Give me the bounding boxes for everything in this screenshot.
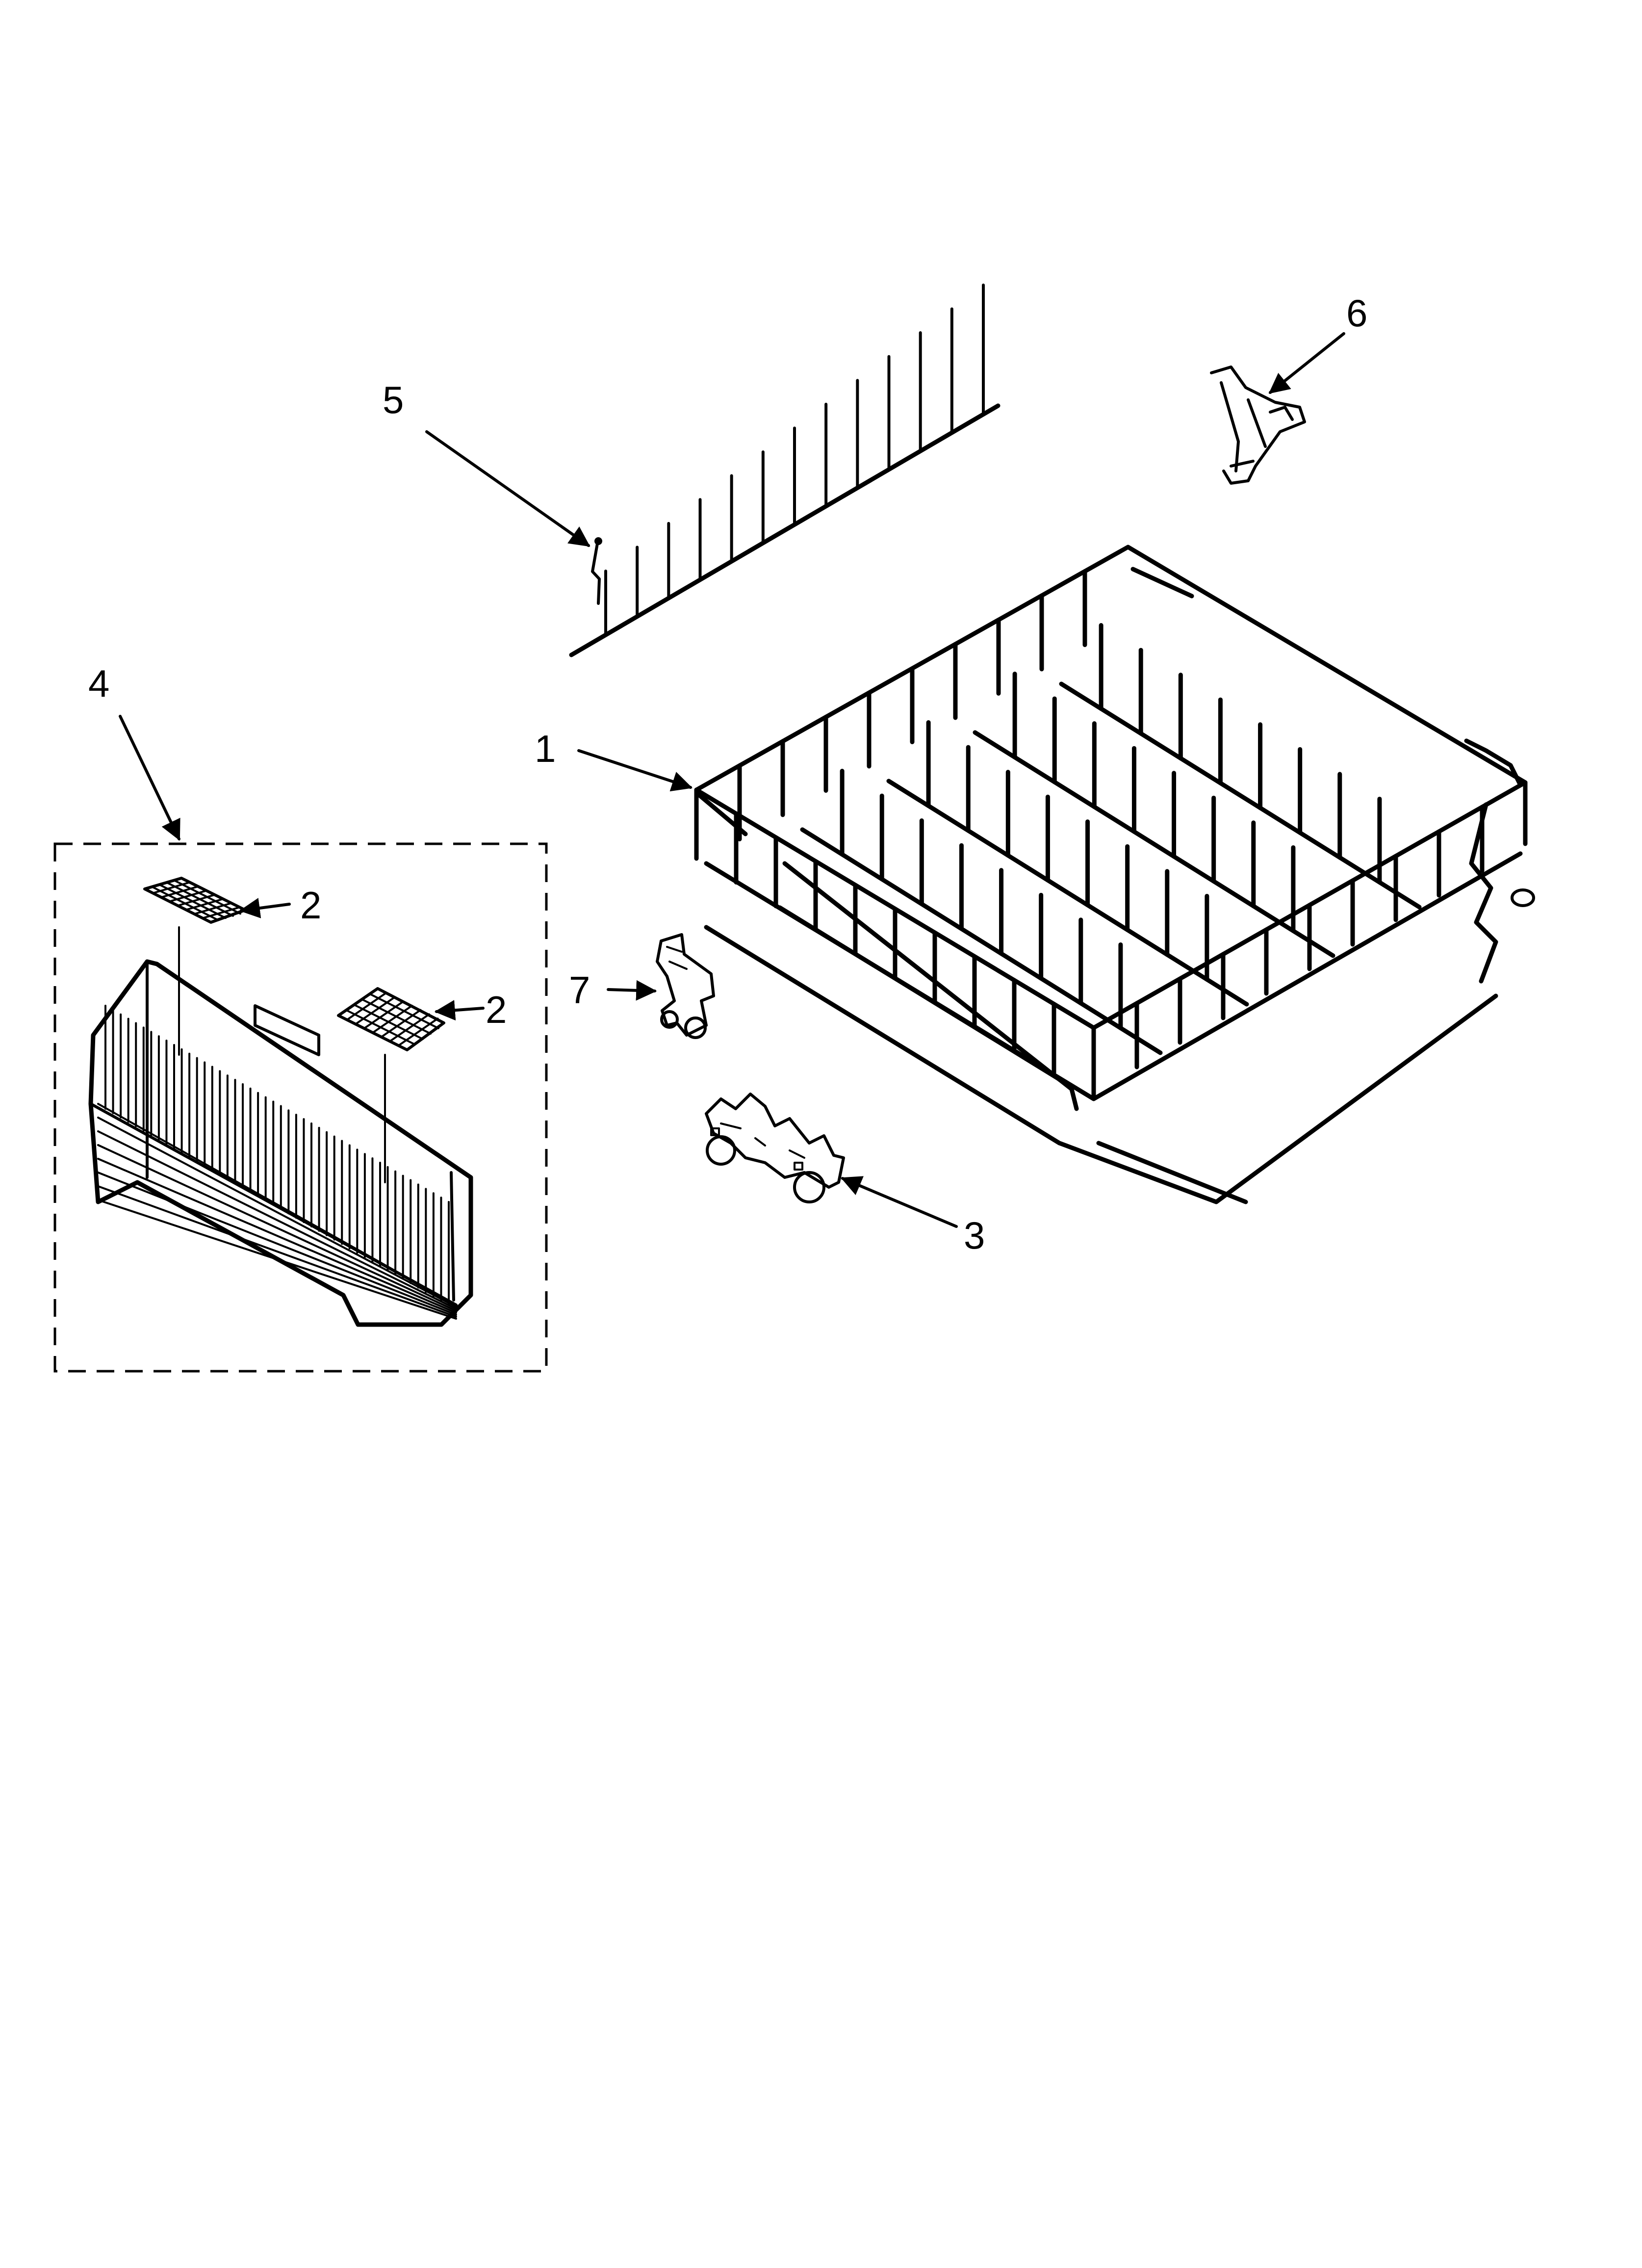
callout-1: 1	[535, 727, 556, 770]
tine-row-part	[569, 284, 1001, 657]
leader-2b	[434, 1000, 485, 1021]
callout-2b: 2	[486, 988, 507, 1031]
leader-1	[577, 749, 693, 792]
leader-3	[841, 1176, 958, 1228]
callout-2a: 2	[300, 884, 321, 927]
callout-6: 6	[1346, 291, 1367, 335]
leader-7	[607, 980, 657, 1001]
callout-5: 5	[383, 378, 404, 421]
leader-6	[1268, 332, 1345, 394]
rack-roller-part	[656, 933, 715, 1039]
basket-lid-left	[143, 877, 247, 924]
leader-2a	[239, 898, 291, 918]
callouts: 1 2 2 3 4 5 6 7	[88, 291, 1367, 1257]
callout-3: 3	[964, 1214, 985, 1257]
leader-lines	[119, 332, 1345, 1228]
roller-assembly-part	[705, 1093, 845, 1203]
callout-4: 4	[88, 662, 109, 705]
basket-lid-right	[337, 987, 445, 1051]
callout-7: 7	[569, 968, 590, 1012]
rack-clip-part	[1210, 365, 1306, 485]
leader-5	[425, 430, 590, 547]
lower-dishrack-part	[694, 545, 1535, 1204]
leader-4	[119, 715, 180, 841]
